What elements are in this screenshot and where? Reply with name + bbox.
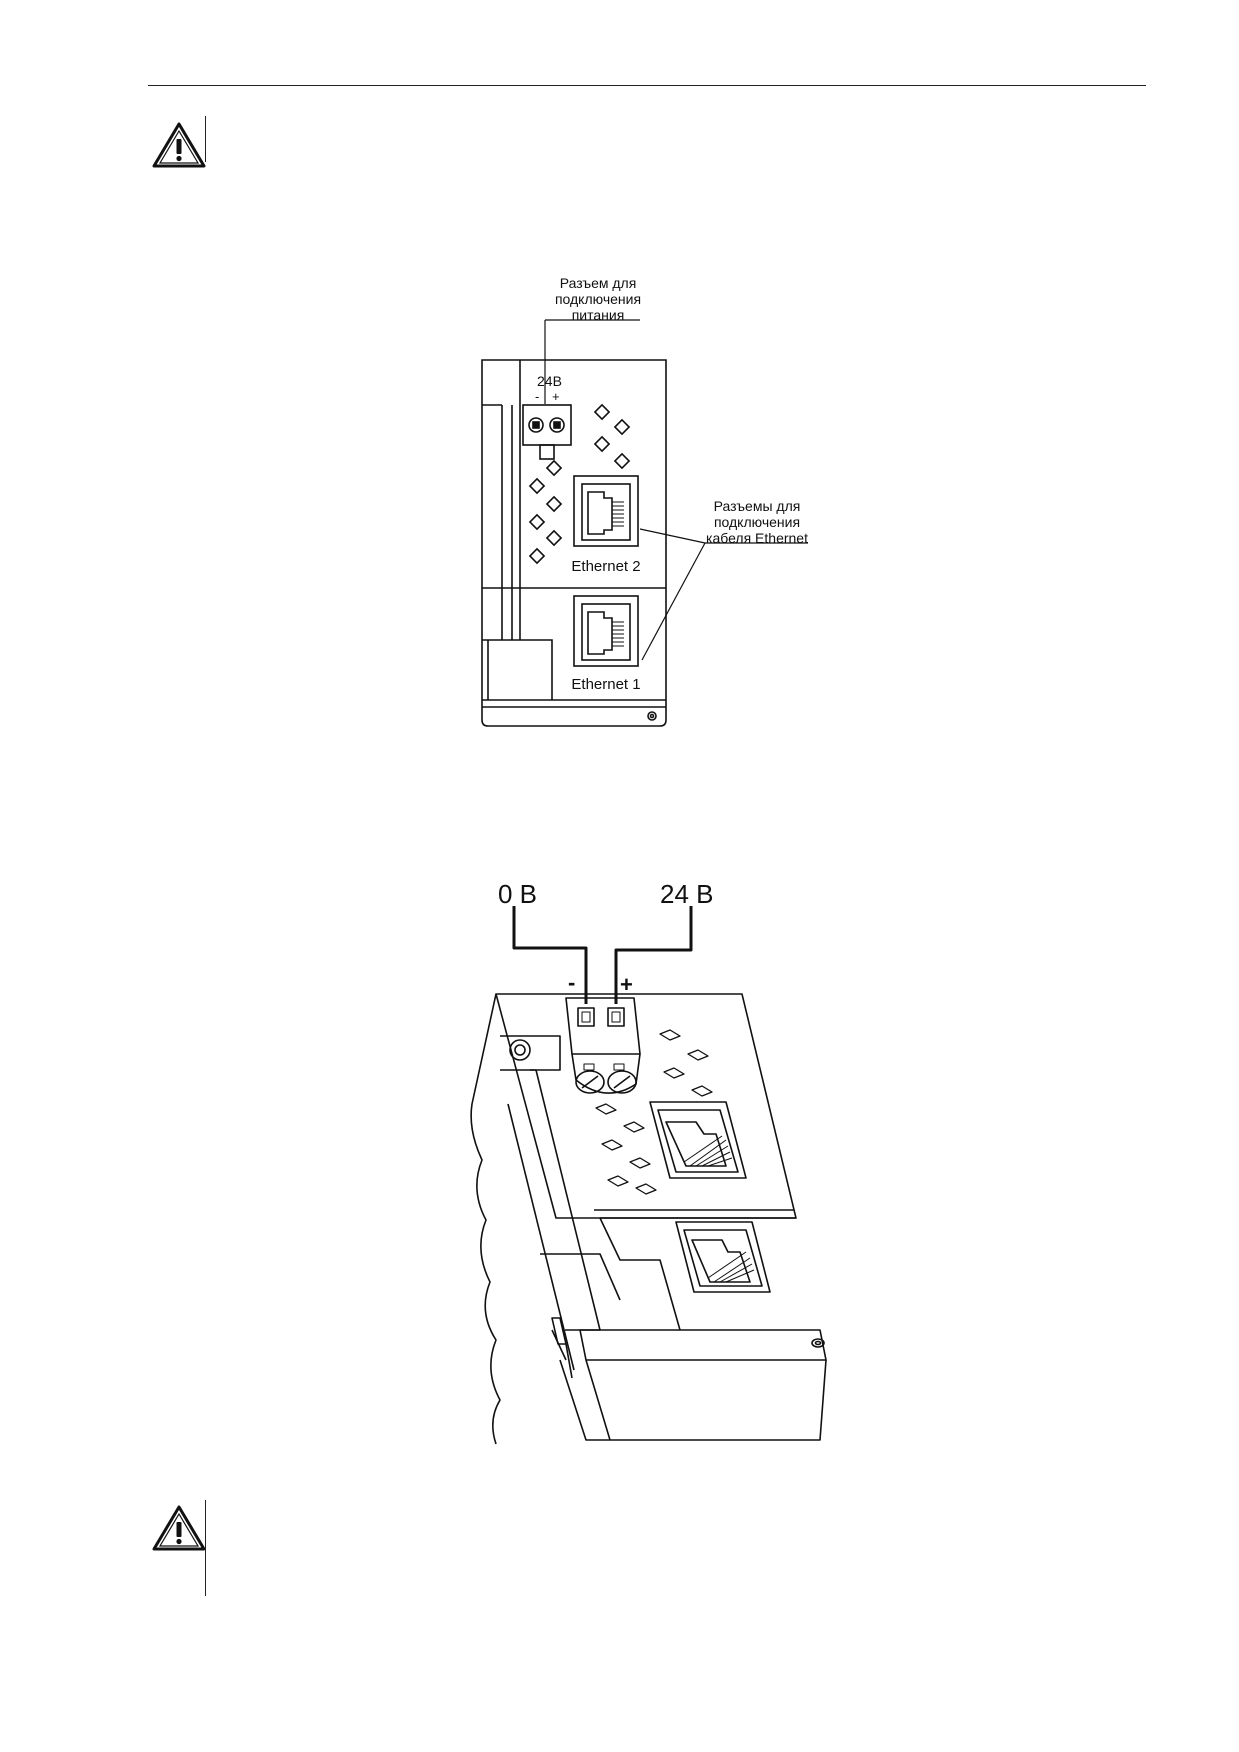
ethernet-connectors-label-line: подключения	[714, 514, 800, 530]
plus-sign: +	[620, 972, 633, 997]
warning-divider	[205, 1500, 206, 1596]
ethernet-1-label: Ethernet 1	[571, 676, 640, 693]
warning-triangle-icon	[152, 1505, 206, 1551]
warning-divider	[205, 116, 206, 162]
zero-volt-label: 0 В	[498, 879, 537, 909]
power-connector-label-line: питания	[572, 307, 625, 323]
ethernet-connectors-label-line: кабеля Ethernet	[706, 530, 808, 546]
voltage-label: 24В	[537, 373, 562, 389]
power-connector-label-line: подключения	[555, 291, 641, 307]
minus-sign: -	[535, 389, 539, 404]
warning-triangle-icon	[152, 122, 206, 168]
supply-volt-label: 24 В	[660, 879, 714, 909]
minus-sign: -	[568, 970, 575, 995]
ethernet-connectors-label-line: Разъемы для	[714, 498, 801, 514]
power-connector-label-line: Разъем для	[560, 275, 637, 291]
plus-sign: +	[552, 389, 560, 404]
ethernet-2-label: Ethernet 2	[571, 558, 640, 575]
header-rule	[148, 85, 1146, 86]
